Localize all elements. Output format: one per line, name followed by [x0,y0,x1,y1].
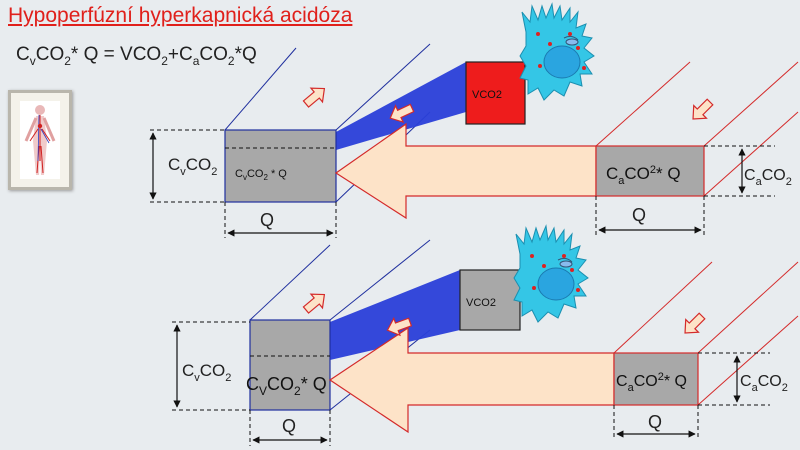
arterial-edge-line [703,111,799,197]
arterial-edge-line [703,61,799,147]
venous-height-label: CvCO2 [168,155,217,178]
vco2-label: VCO2 [466,297,496,309]
arterial-width-label: Q [648,412,662,432]
arrow-icon [302,87,714,124]
vco2-connector-band [336,62,466,150]
panel-bottom: CVCO2* Q CvCO2 Q CaCO2* Q CaCO2 Q VC [172,225,799,446]
formula-sub-2b: 2 [227,53,235,68]
formula-co2: CO [199,44,228,65]
venous-edge-line [329,239,431,321]
arterial-width-label: Q [632,205,646,225]
venous-width-label: Q [282,416,296,436]
vco2-label: VCO2 [472,89,502,101]
venous-width-label: Q [260,210,274,230]
arterial-box [595,145,705,197]
formula: CvCO2* Q = VCO2+CaCO2*Q [16,44,257,68]
panel-top: CvCO2 * Q CvCO2 Q CaCO2* Q CaCO2 [149,3,799,238]
venous-box-label: CVCO2* Q [246,374,327,398]
venous-box [224,129,337,203]
cell-icon [519,3,595,101]
vco2-box [459,269,521,331]
arterial-edge-line [697,261,799,354]
vco2-box [465,61,526,125]
venous-edge-line [249,244,331,321]
arterial-edge-line [613,261,713,354]
body-thumbnail-icon [8,90,72,190]
arterial-height-label: CaCO2 [740,373,788,394]
formula-plus: +C [167,44,193,65]
formula-tail: *Q [234,44,257,65]
arterial-box-label: CaCO2* Q [616,371,687,394]
arterial-box [613,352,699,406]
arterial-edge-line [697,315,799,406]
arrow-icon [302,293,706,337]
venous-box [249,319,331,411]
formula-sub-2: 2 [64,53,71,68]
slide-title: Hypoperfúzní hyperkapnická acidóza [8,4,353,27]
formula-sub-v: v [29,53,36,68]
formula-rest: * Q = VCO [70,44,162,65]
formula-vco-sub: 2 [161,53,168,68]
venous-edge-line [224,47,297,131]
arterial-edge-line [595,61,691,147]
venous-height-label: CvCO2 [182,361,231,384]
arterial-height-label: CaCO2 [744,167,792,188]
arterial-box-label: CaCO2* Q [606,164,681,187]
formula-c: C [16,44,30,65]
venous-box-label: CvCO2 * Q [235,168,287,182]
formula-co: CO [35,44,65,65]
cell-icon [513,225,589,323]
vco2-connector-band [330,270,460,360]
formula-sub-a: a [192,53,200,68]
venous-edge-line [335,43,431,131]
